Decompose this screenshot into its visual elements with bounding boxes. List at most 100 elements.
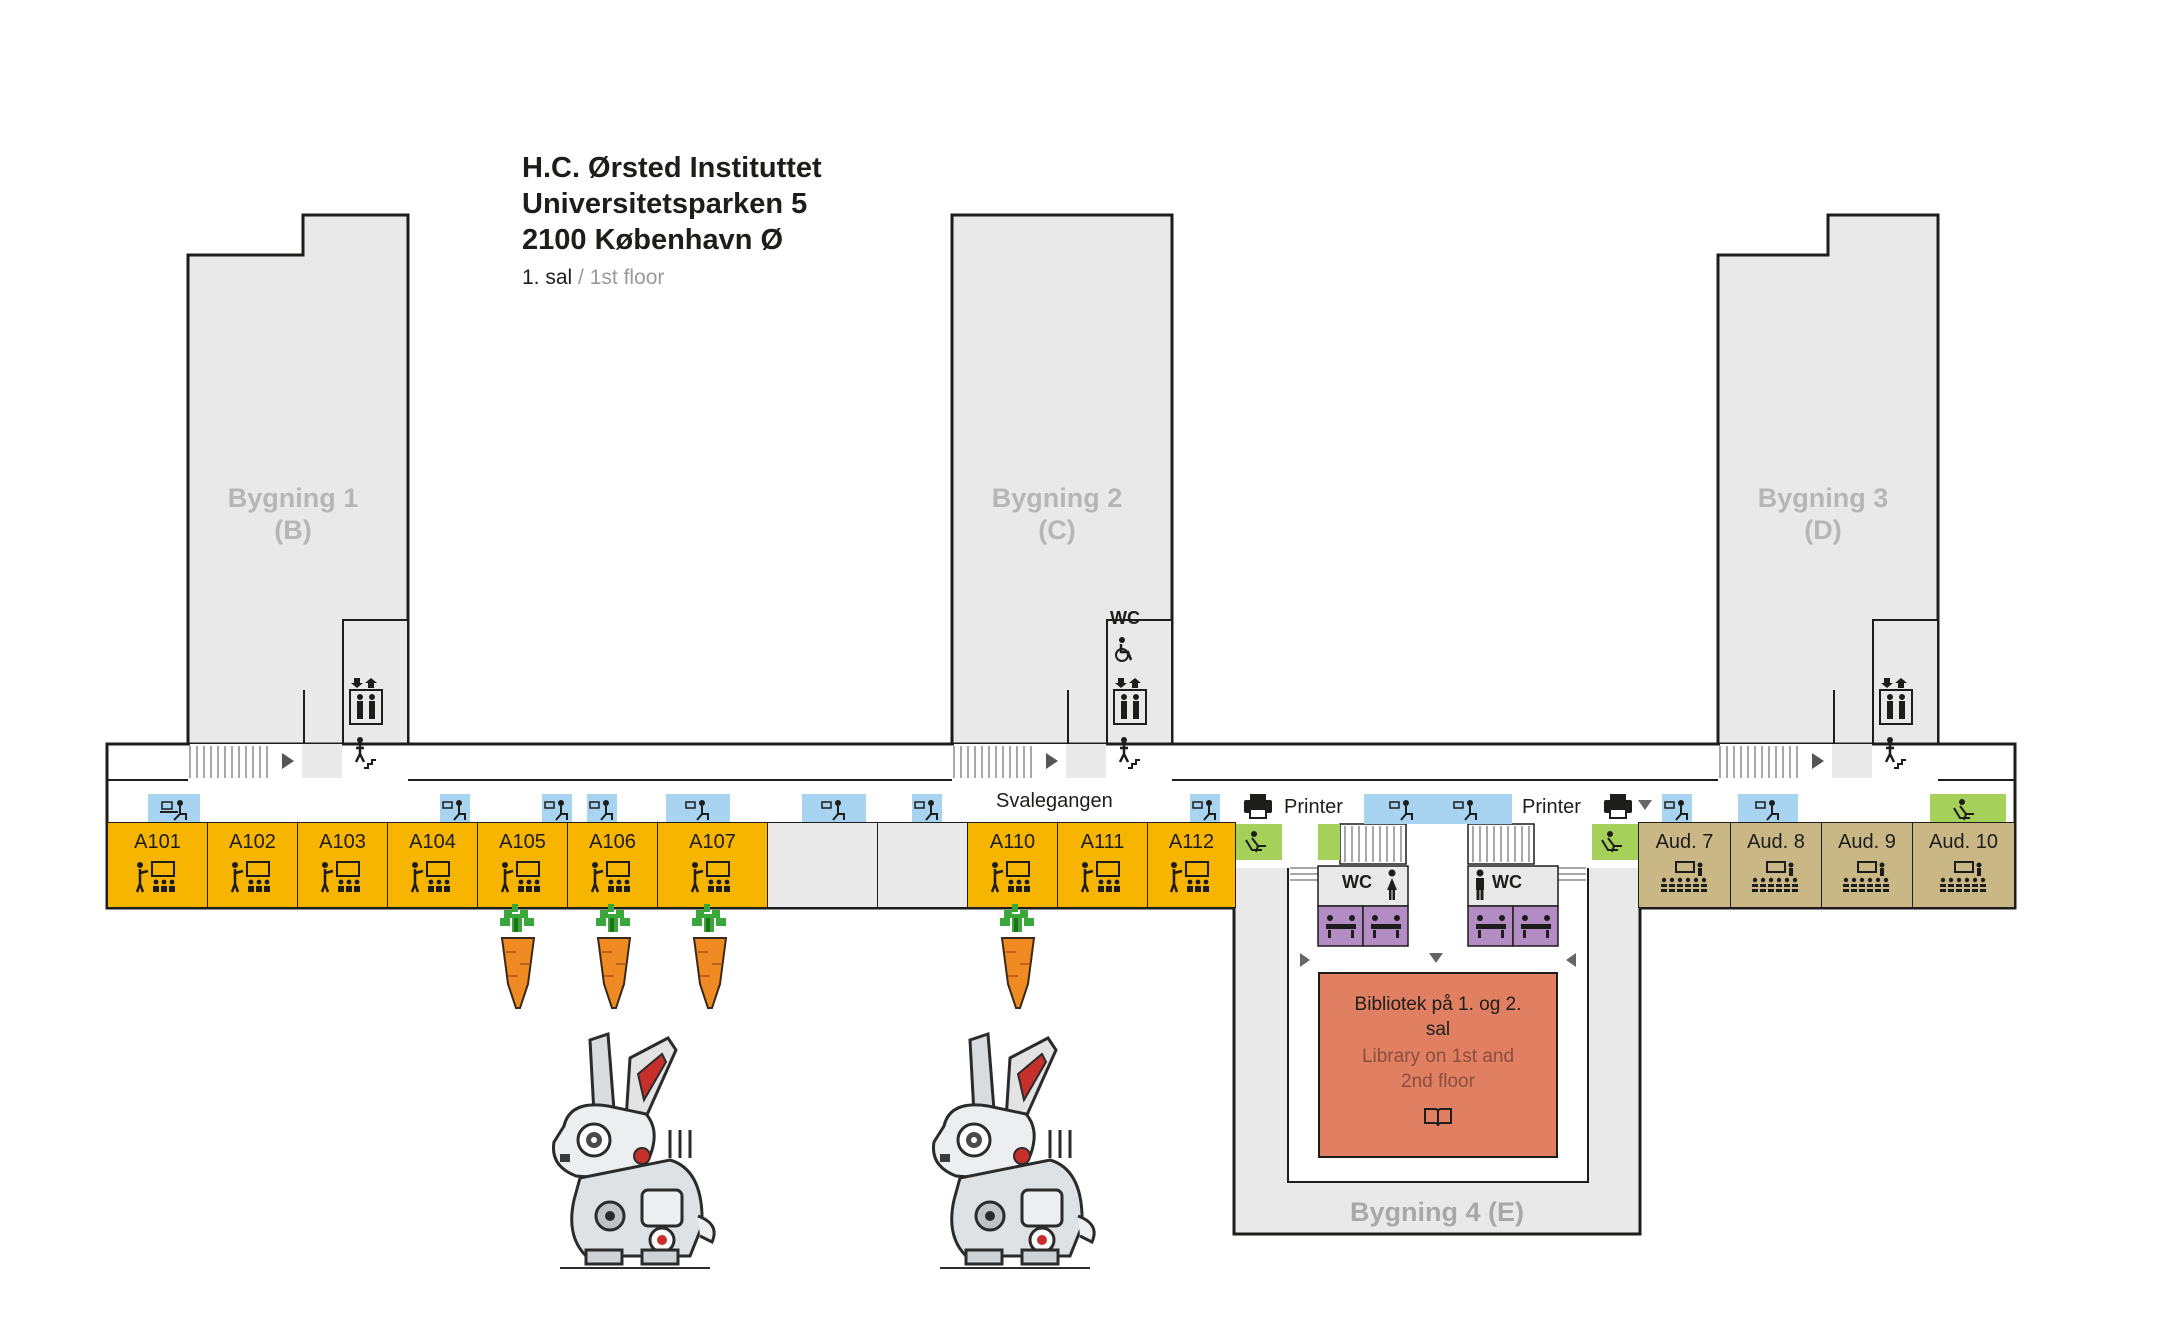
library-room[interactable]: Bibliotek på 1. og 2. sal Library on 1st…: [1318, 972, 1558, 1158]
classroom-icon: [500, 861, 540, 893]
room-unlabeled: [767, 822, 878, 908]
room-label: A111: [1080, 831, 1125, 853]
classroom-icon: [590, 861, 630, 893]
stairs-person-icon: [1118, 737, 1140, 769]
study-desk[interactable]: [802, 794, 866, 824]
robot-bunny-icon: [551, 1031, 716, 1269]
elevator-icon: [1113, 678, 1147, 725]
room-a103[interactable]: A103: [297, 822, 388, 908]
room-label: A102: [229, 831, 276, 853]
classroom-icon: [1080, 861, 1120, 893]
institute-name: H.C. Ørsted Instituttet: [522, 152, 822, 184]
room-label: A106: [589, 831, 636, 853]
study-desk[interactable]: [912, 794, 942, 824]
auditorium-icon: [1939, 861, 1986, 892]
classroom-icon: [320, 861, 360, 893]
lounge-area[interactable]: [1930, 794, 2006, 824]
study-desk-icon: [544, 800, 568, 821]
auditorium-icon: [1752, 861, 1798, 892]
auditorium-icon: [1660, 861, 1707, 892]
arrow-down-corridor: [1638, 800, 1652, 810]
study-desk-icon: [821, 800, 845, 821]
room-label: A105: [499, 831, 546, 853]
room-label: A101: [134, 831, 181, 853]
lounge-area[interactable]: [1236, 824, 1282, 860]
study-desk[interactable]: [148, 794, 200, 824]
room-aud-9[interactable]: Aud. 9: [1821, 822, 1913, 908]
classroom-icon: [135, 861, 175, 893]
study-desk[interactable]: [542, 794, 572, 824]
room-a110[interactable]: A110: [967, 822, 1058, 908]
carrot-icon: [1000, 904, 1036, 1009]
printer-icon[interactable]: [1242, 792, 1274, 820]
room-aud-10[interactable]: Aud. 10: [1912, 822, 2015, 908]
wc-label-left: WC: [1342, 872, 1372, 892]
library-label-da: Bibliotek på 1. og 2. sal: [1354, 994, 1522, 1040]
printer-icon[interactable]: [1602, 792, 1634, 820]
auditorium-icon: [1843, 861, 1889, 892]
arrow-left-b4: [1566, 953, 1576, 967]
study-desk-icon: [914, 800, 938, 821]
room-label: A107: [689, 831, 736, 853]
floor-separator: /: [572, 266, 590, 289]
elevator-icon: [1879, 678, 1913, 725]
elevator-icon: [349, 678, 383, 725]
stairs-b4-left: [1344, 826, 1402, 862]
robot-bunny-icon: [931, 1031, 1096, 1269]
room-a107[interactable]: A107: [657, 822, 768, 908]
lounge-area[interactable]: [1592, 824, 1638, 860]
study-desk[interactable]: [1364, 794, 1512, 824]
room-a101[interactable]: A101: [107, 822, 208, 908]
study-desk-icon: [589, 800, 613, 821]
room-label: A104: [409, 831, 456, 853]
stairs-b2: [953, 746, 1032, 778]
study-desk[interactable]: [1190, 794, 1220, 824]
label-bygning-4: Bygning 4 (E): [1350, 1197, 1524, 1227]
library-label-en: Library on 1st and 2nd floor: [1361, 1046, 1515, 1092]
study-desk[interactable]: [440, 794, 470, 824]
address-block: H.C. Ørsted Instituttet Universitetspark…: [522, 150, 822, 258]
study-desk[interactable]: [666, 794, 730, 824]
room-a106[interactable]: A106: [567, 822, 658, 908]
floor-indicator: 1. sal / 1st floor: [522, 266, 664, 290]
room-a105[interactable]: A105: [477, 822, 568, 908]
classroom-icon: [410, 861, 450, 893]
room-a112[interactable]: A112: [1147, 822, 1236, 908]
printer-label-right: Printer: [1522, 796, 1581, 818]
room-aud-7[interactable]: Aud. 7: [1638, 822, 1731, 908]
lounge-icon: [1601, 831, 1622, 853]
accessible-icon: [1115, 637, 1133, 662]
study-desk-icon: [685, 800, 709, 821]
study-desk[interactable]: [1738, 794, 1798, 824]
printer-label-left: Printer: [1284, 796, 1343, 818]
label-bygning-3: Bygning 3 (D): [1757, 483, 1889, 545]
stairs-b3: [1719, 746, 1798, 778]
wc-label-b2: WC: [1110, 608, 1140, 628]
room-aud-8[interactable]: Aud. 8: [1730, 822, 1822, 908]
stairs-person-icon: [354, 737, 376, 769]
label-bygning-1: Bygning 1 (B): [227, 483, 359, 545]
study-desk-icon: [442, 800, 466, 821]
study-desk-icon: [160, 800, 187, 821]
study-desk[interactable]: [587, 794, 617, 824]
room-a104[interactable]: A104: [387, 822, 478, 908]
lounge-area[interactable]: [1318, 824, 1340, 860]
classroom-icon: [230, 861, 270, 893]
study-desk-icon: [1755, 800, 1779, 821]
room-a102[interactable]: A102: [207, 822, 298, 908]
label-bygning-2: Bygning 2 (C): [991, 483, 1123, 545]
arrow-down-b4: [1429, 953, 1443, 963]
room-a111[interactable]: A111: [1057, 822, 1148, 908]
lounge-icon: [1245, 831, 1266, 853]
postal-city: 2100 København Ø: [522, 224, 784, 256]
study-desk[interactable]: [1662, 794, 1692, 824]
arrow-right-b4: [1300, 953, 1310, 967]
stairs-person-icon: [1884, 737, 1906, 769]
stairs-b1: [189, 746, 268, 778]
carrot-icon: [692, 904, 728, 1009]
room-label: A110: [989, 831, 1036, 853]
carrot-icon: [596, 904, 632, 1009]
wc-label-right: WC: [1492, 872, 1522, 892]
street-address: Universitetsparken 5: [522, 188, 808, 220]
